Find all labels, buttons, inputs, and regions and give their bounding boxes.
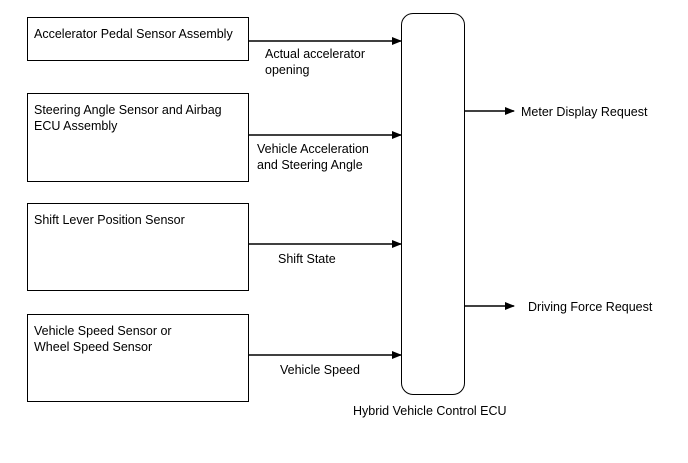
ecu-block (401, 13, 465, 395)
signal-label-shift: Shift State (278, 252, 336, 266)
shift-sensor-label: Shift Lever Position Sensor (34, 213, 185, 227)
output-label-meter: Meter Display Request (521, 105, 648, 119)
accelerator-sensor-box: Accelerator Pedal Sensor Assembly (27, 17, 249, 61)
signal-label-steering: Vehicle Acceleration and Steering Angle (257, 142, 369, 172)
output-label-driving-force: Driving Force Request (528, 300, 653, 314)
signal-label-accelerator: Actual accelerator opening (265, 47, 366, 77)
ecu-label: Hybrid Vehicle Control ECU (353, 404, 507, 418)
steering-sensor-box: Steering Angle Sensor and Airbag ECU Ass… (27, 93, 249, 182)
shift-sensor-box: Shift Lever Position Sensor (27, 203, 249, 291)
signal-label-speed: Vehicle Speed (280, 363, 360, 377)
steering-sensor-label: Steering Angle Sensor and Airbag ECU Ass… (34, 103, 222, 133)
speed-sensor-box: Vehicle Speed Sensor or Wheel Speed Sens… (27, 314, 249, 402)
speed-sensor-label: Vehicle Speed Sensor or Wheel Speed Sens… (34, 324, 172, 354)
accelerator-sensor-label: Accelerator Pedal Sensor Assembly (34, 27, 233, 41)
